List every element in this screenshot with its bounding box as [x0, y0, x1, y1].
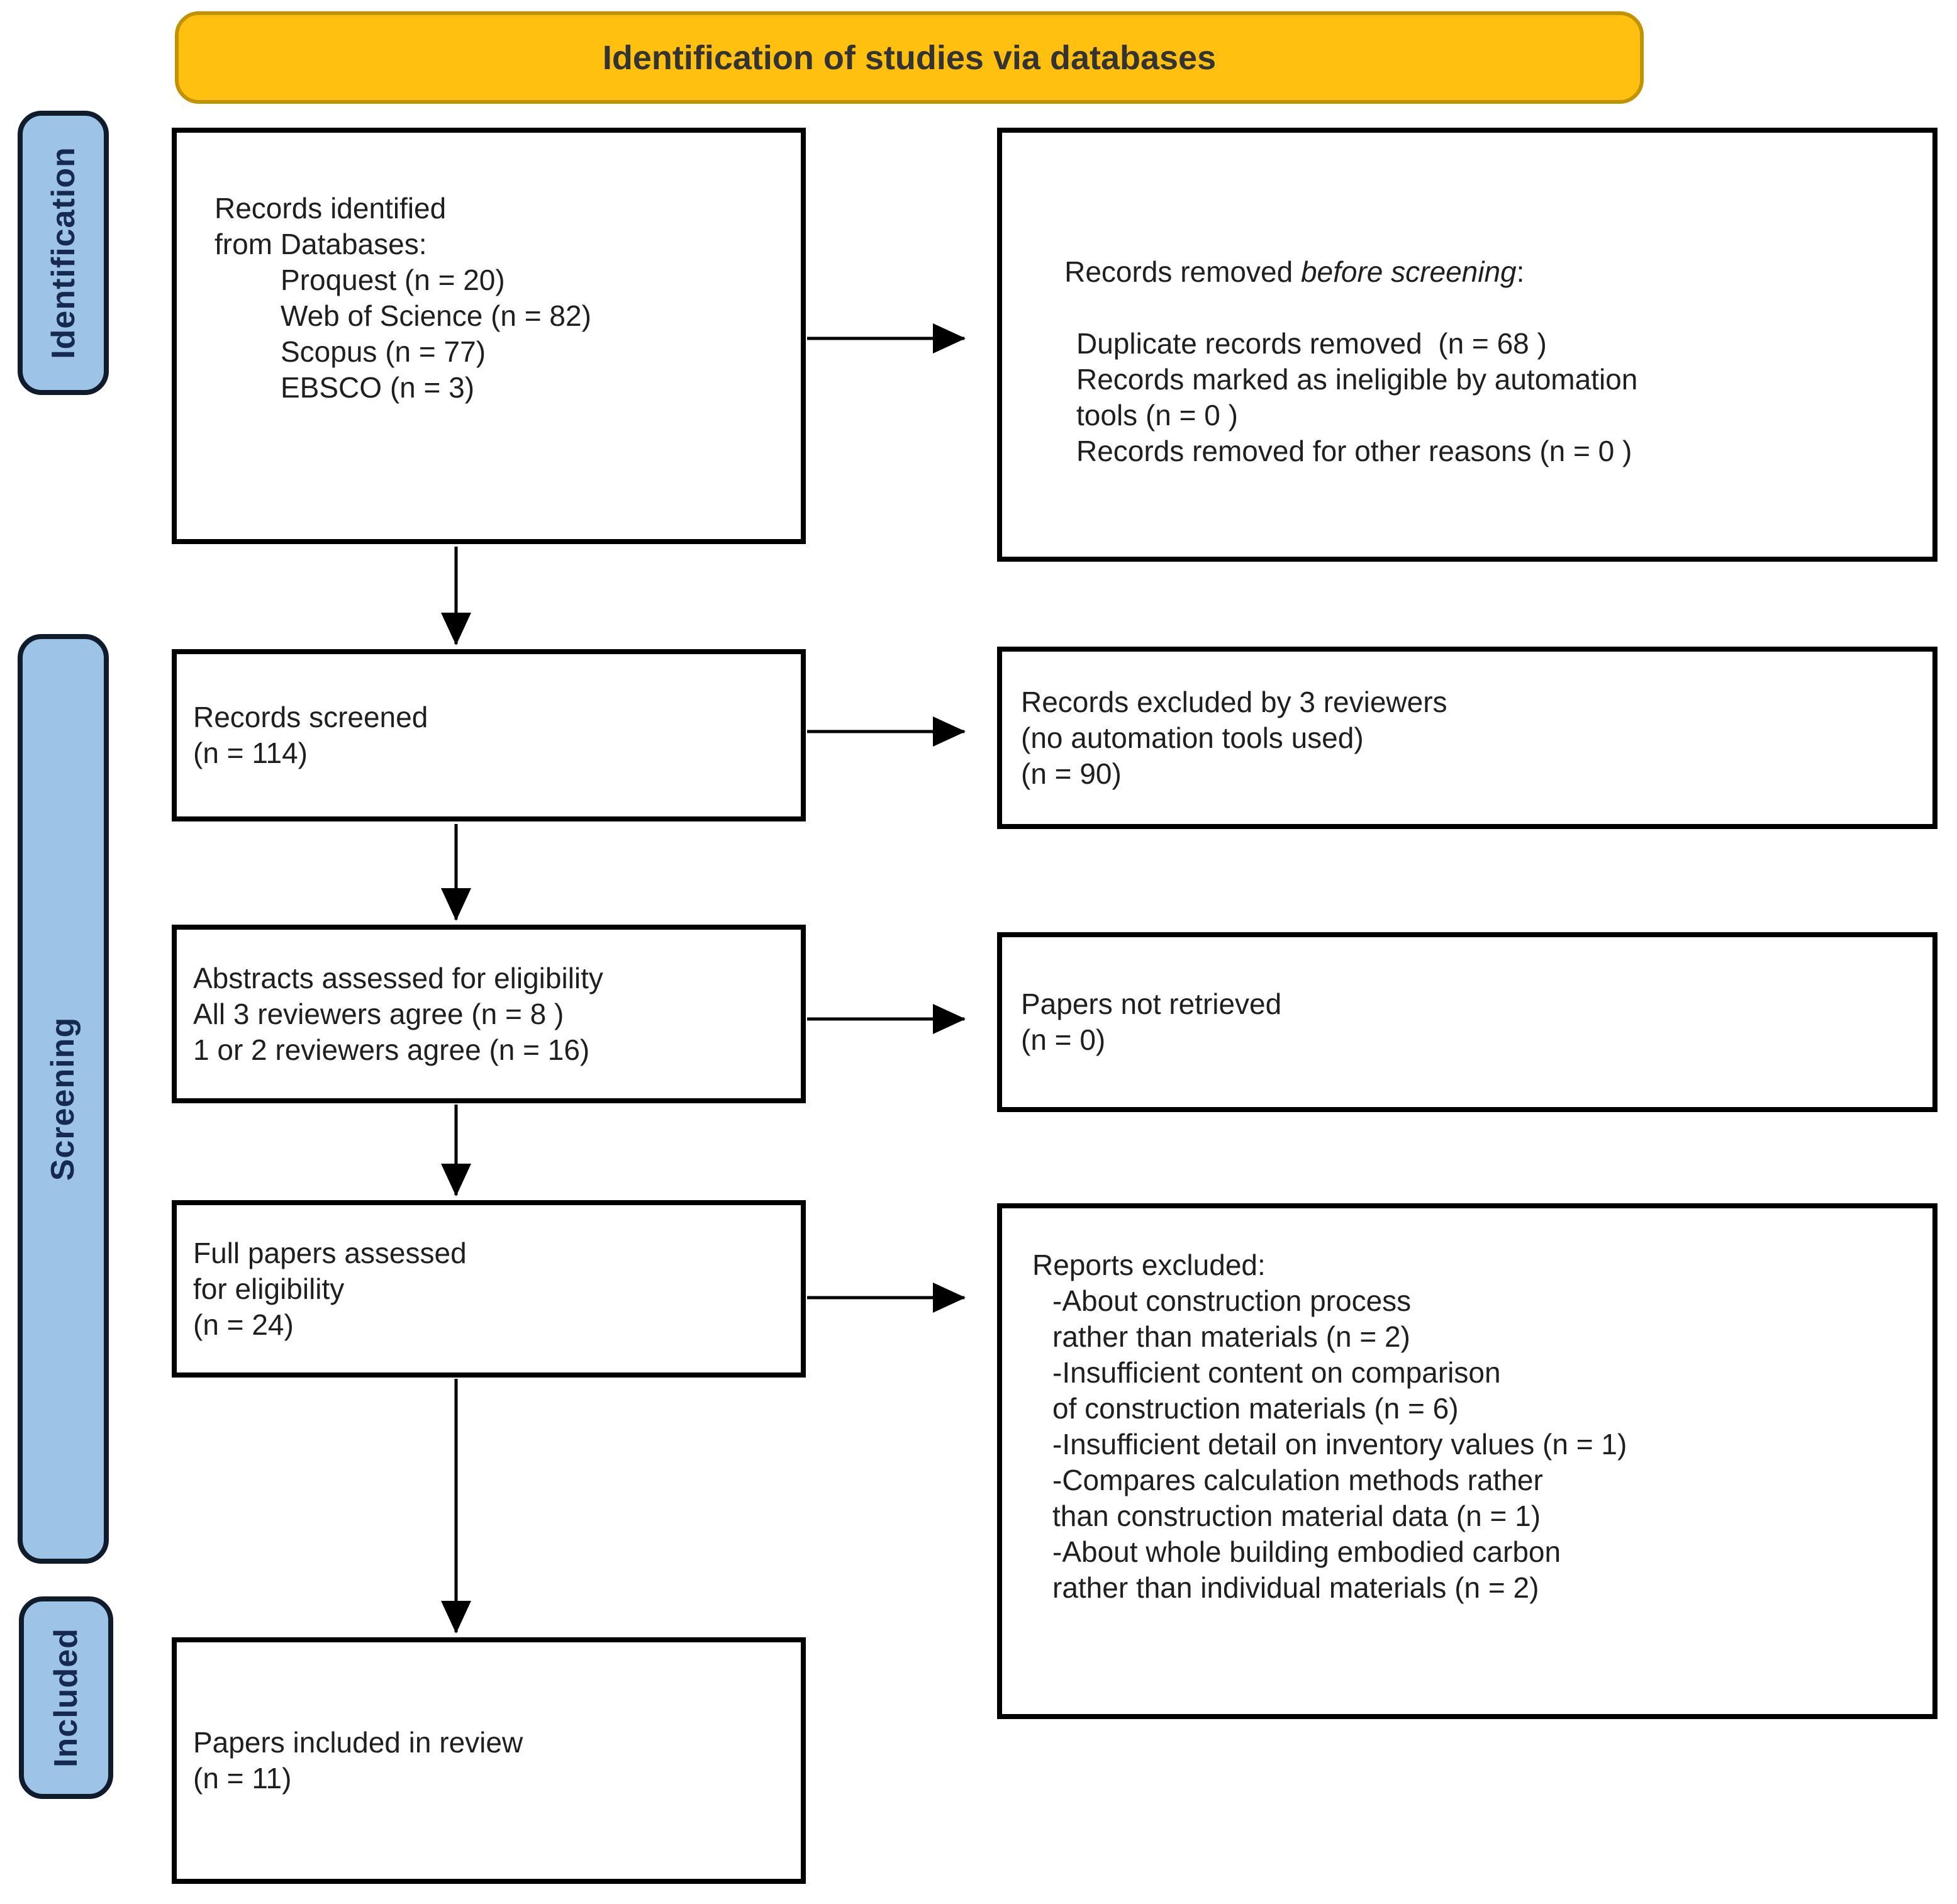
text-line: Scopus (n = 77)	[281, 335, 486, 368]
text-line: Web of Science (n = 82)	[281, 299, 591, 332]
text-line: tools (n = 0 )	[1076, 399, 1238, 431]
box-item-lines: Duplicate records removed (n = 68 )Recor…	[1032, 326, 1932, 469]
stage-band-identification: Identification	[18, 111, 109, 395]
box-papers-included: Papers included in review(n = 11)	[172, 1637, 806, 1884]
text-line: Proquest (n = 20)	[281, 264, 505, 296]
text-line: Abstracts assessed for eligibility	[193, 961, 603, 994]
text-line: -About whole building embodied carbon	[1052, 1535, 1561, 1568]
stage-band-included: Included	[19, 1596, 113, 1799]
heading-suffix: :	[1516, 255, 1525, 288]
stage-label-screening: Screening	[45, 1016, 82, 1181]
text-line: (no automation tools used)	[1021, 721, 1364, 754]
text-line: Records screened	[193, 701, 428, 733]
box-reports-excluded: Reports excluded: -About construction pr…	[997, 1203, 1937, 1719]
box-item-lines: Proquest (n = 20)Web of Science (n = 82)…	[215, 262, 801, 406]
text-line: (n = 11)	[193, 1762, 292, 1795]
stage-label-included: Included	[48, 1628, 85, 1768]
text-line: Papers included in review	[193, 1726, 523, 1759]
text-line: -About construction process	[1052, 1284, 1412, 1317]
text-line: from Databases:	[215, 228, 427, 260]
text-line: Records identified	[215, 192, 447, 225]
text-line: Duplicate records removed (n = 68 )	[1076, 327, 1547, 360]
text-line: than construction material data (n = 1)	[1052, 1500, 1541, 1532]
stage-label-identification: Identification	[45, 147, 82, 359]
heading-prefix: Records removed	[1064, 255, 1301, 288]
text-line: Papers not retrieved	[1021, 988, 1282, 1020]
text-line: (n = 90)	[1021, 757, 1122, 790]
text-line: -Insufficient content on comparison	[1052, 1356, 1501, 1389]
box-records-excluded: Records excluded by 3 reviewers(no autom…	[997, 647, 1937, 829]
box-heading: Reports excluded:	[1032, 1249, 1266, 1281]
text-line: rather than individual materials (n = 2)	[1052, 1571, 1539, 1604]
text-line: -Insufficient detail on inventory values…	[1052, 1428, 1627, 1461]
box-records-removed: Records removed before screening: Duplic…	[997, 128, 1937, 562]
text-line: of construction materials (n = 6)	[1052, 1392, 1459, 1425]
heading-italic: before screening	[1300, 255, 1517, 288]
box-lines: Papers included in review(n = 11)	[193, 1725, 801, 1796]
text-line: (n = 0)	[1021, 1023, 1106, 1056]
text-line: Records marked as ineligible by automati…	[1076, 363, 1638, 396]
text-line: Records removed for other reasons (n = 0…	[1076, 435, 1632, 467]
box-heading: Records removed before screening:	[1032, 218, 1932, 326]
text-line: (n = 114)	[193, 737, 308, 769]
text-line: -Compares calculation methods rather	[1052, 1464, 1543, 1496]
text-line: Full papers assessed	[193, 1236, 467, 1269]
title-banner: Identification of studies via databases	[175, 11, 1644, 104]
diagram-title: Identification of studies via databases	[602, 38, 1217, 77]
text-line: 1 or 2 reviewers agree (n = 16)	[193, 1033, 590, 1066]
text-line: rather than materials (n = 2)	[1052, 1320, 1410, 1353]
box-lines: Records excluded by 3 reviewers(no autom…	[1021, 684, 1932, 792]
box-papers-not-retrieved: Papers not retrieved(n = 0)	[997, 932, 1937, 1112]
text-line: All 3 reviewers agree (n = 8 )	[193, 997, 564, 1030]
text-line: (n = 24)	[193, 1308, 294, 1341]
box-lines: Records screened (n = 114)	[193, 699, 801, 771]
text-line: Records excluded by 3 reviewers	[1021, 685, 1447, 718]
text-line: EBSCO (n = 3)	[281, 371, 475, 404]
box-records-screened: Records screened (n = 114)	[172, 649, 806, 821]
box-lines: Papers not retrieved(n = 0)	[1021, 986, 1932, 1058]
stage-band-screening: Screening	[18, 634, 109, 1564]
text-line: for eligibility	[193, 1272, 345, 1305]
